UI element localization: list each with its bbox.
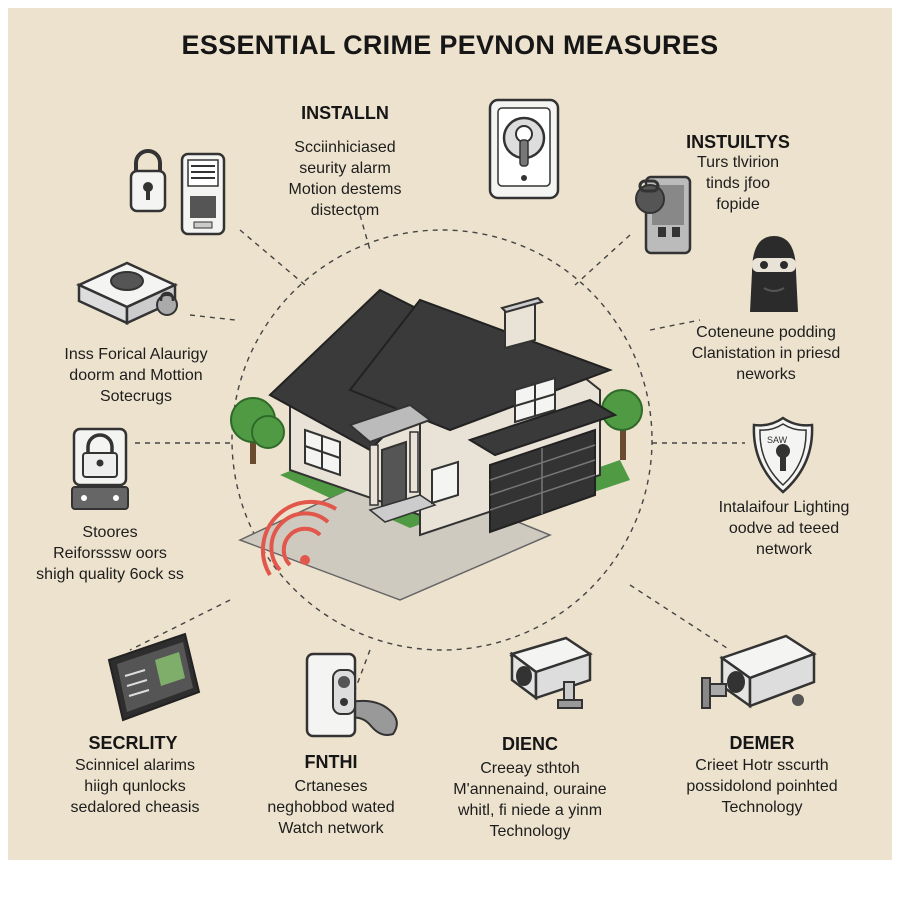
desc-line: M'annenaind, ouraine — [453, 781, 607, 798]
keypad-icon — [180, 152, 226, 236]
bottom-3-description: Creeay sthtoh M'annenaind, ouraine whitl… — [453, 758, 606, 842]
connector-top-center — [359, 214, 371, 251]
shield-keyhole-icon: SAW — [752, 416, 814, 494]
bottom-1-heading: SECRLITY — [88, 733, 178, 753]
security-camera-icon — [701, 634, 817, 709]
top-right-description: Turs tlvirion tinds jfoo fopide — [697, 152, 779, 215]
desc-line: Technology — [489, 823, 571, 840]
connector-bottom-2 — [354, 649, 371, 691]
desc-line: Scinnicel alarims — [74, 757, 196, 774]
desc-line: fopide — [716, 196, 760, 213]
smart-doorbell-icon — [488, 98, 560, 200]
desc-line: neworks — [736, 366, 796, 383]
top-center-description: Scciinhiciased seurity alarm Motion dest… — [289, 137, 402, 221]
desc-line: oodve ad teeed — [728, 520, 840, 537]
desc-line: Motion destems — [288, 181, 402, 198]
alarm-hub-icon — [75, 261, 179, 325]
lock-panel-icon — [71, 427, 129, 510]
desc-line: tinds jfoo — [705, 175, 771, 192]
desc-line: Clanistation in priesd — [691, 345, 841, 362]
connector-right-upper — [649, 319, 701, 331]
desc-line: Watch network — [278, 820, 384, 837]
left-middle-description: Stoores Reiforsssw oors shigh quality 6o… — [36, 522, 184, 585]
page-title: ESSENTIAL CRIME PEVNON MEASURES — [181, 30, 719, 60]
desc-line: Stoores — [82, 524, 138, 541]
bottom-2-description: Crtaneses neghobbod wated Watch network — [267, 776, 394, 839]
tree-left — [230, 397, 285, 464]
desc-line: Reiforsssw oors — [53, 545, 167, 562]
security-camera-icon — [509, 636, 593, 709]
padlock-icon — [129, 149, 167, 213]
desc-line: Crtaneses — [294, 778, 368, 795]
signal-waves — [260, 499, 338, 577]
desc-line: distectom — [310, 202, 380, 219]
desc-line: Inss Forical Alaurigy — [64, 346, 208, 363]
desc-line: Crieet Hotr sscurth — [695, 757, 829, 774]
desc-line: network — [755, 541, 813, 558]
desc-line: hiigh qunlocks — [84, 778, 186, 795]
desc-line: neghobbod wated — [267, 799, 395, 816]
right-upper-description: Coteneune podding Clanistation in priesd… — [692, 322, 841, 385]
phone-lock-icon — [635, 175, 692, 255]
shield-text: SAW — [767, 435, 788, 445]
desc-line: Coteneune podding — [696, 324, 836, 341]
connector-bottom-left — [129, 599, 231, 651]
burglar-icon — [750, 236, 798, 312]
bottom-2-heading: FNTHI — [304, 752, 358, 772]
desc-line: shigh quality 6ock ss — [36, 566, 184, 583]
tree-right — [601, 389, 643, 460]
desc-line: Creeay sthtoh — [480, 760, 580, 777]
desc-line: sedalored cheasis — [70, 799, 200, 816]
top-right-heading: INSTUILTYS — [686, 132, 790, 152]
desc-line: Intalaifour Lighting — [718, 499, 850, 516]
desc-line: Sotecrugs — [99, 388, 173, 405]
left-upper-description: Inss Forical Alaurigy doorm and Mottion … — [64, 344, 207, 407]
monitor-icon — [107, 632, 201, 722]
desc-line: Turs tlvirion — [696, 154, 780, 171]
house-illustration — [230, 288, 643, 601]
desc-line: Technology — [721, 799, 803, 816]
desc-line: doorm and Mottion — [69, 367, 203, 384]
desc-line: seurity alarm — [299, 160, 391, 177]
bottom-4-heading: DEMER — [729, 733, 795, 753]
bottom-3-heading: DIENC — [501, 734, 559, 754]
connector-top-right — [574, 234, 631, 286]
right-middle-description: Intalaifour Lighting oodve ad teeed netw… — [719, 497, 850, 560]
desc-line: whitl, fi niede a yinm — [457, 802, 603, 819]
connector-top-left — [239, 229, 306, 286]
connector-left-upper — [189, 314, 236, 321]
dashed-circle — [231, 229, 653, 651]
video-doorbell-icon — [305, 652, 398, 738]
bottom-4-description: Crieet Hotr sscurth possidolond poinhted… — [686, 755, 837, 818]
bottom-1-description: Scinnicel alarims hiigh qunlocks sedalor… — [71, 755, 200, 818]
top-center-heading: INSTALLN — [301, 103, 389, 123]
desc-line: possidolond poinhted — [686, 778, 838, 795]
desc-line: Scciinhiciased — [294, 139, 396, 156]
